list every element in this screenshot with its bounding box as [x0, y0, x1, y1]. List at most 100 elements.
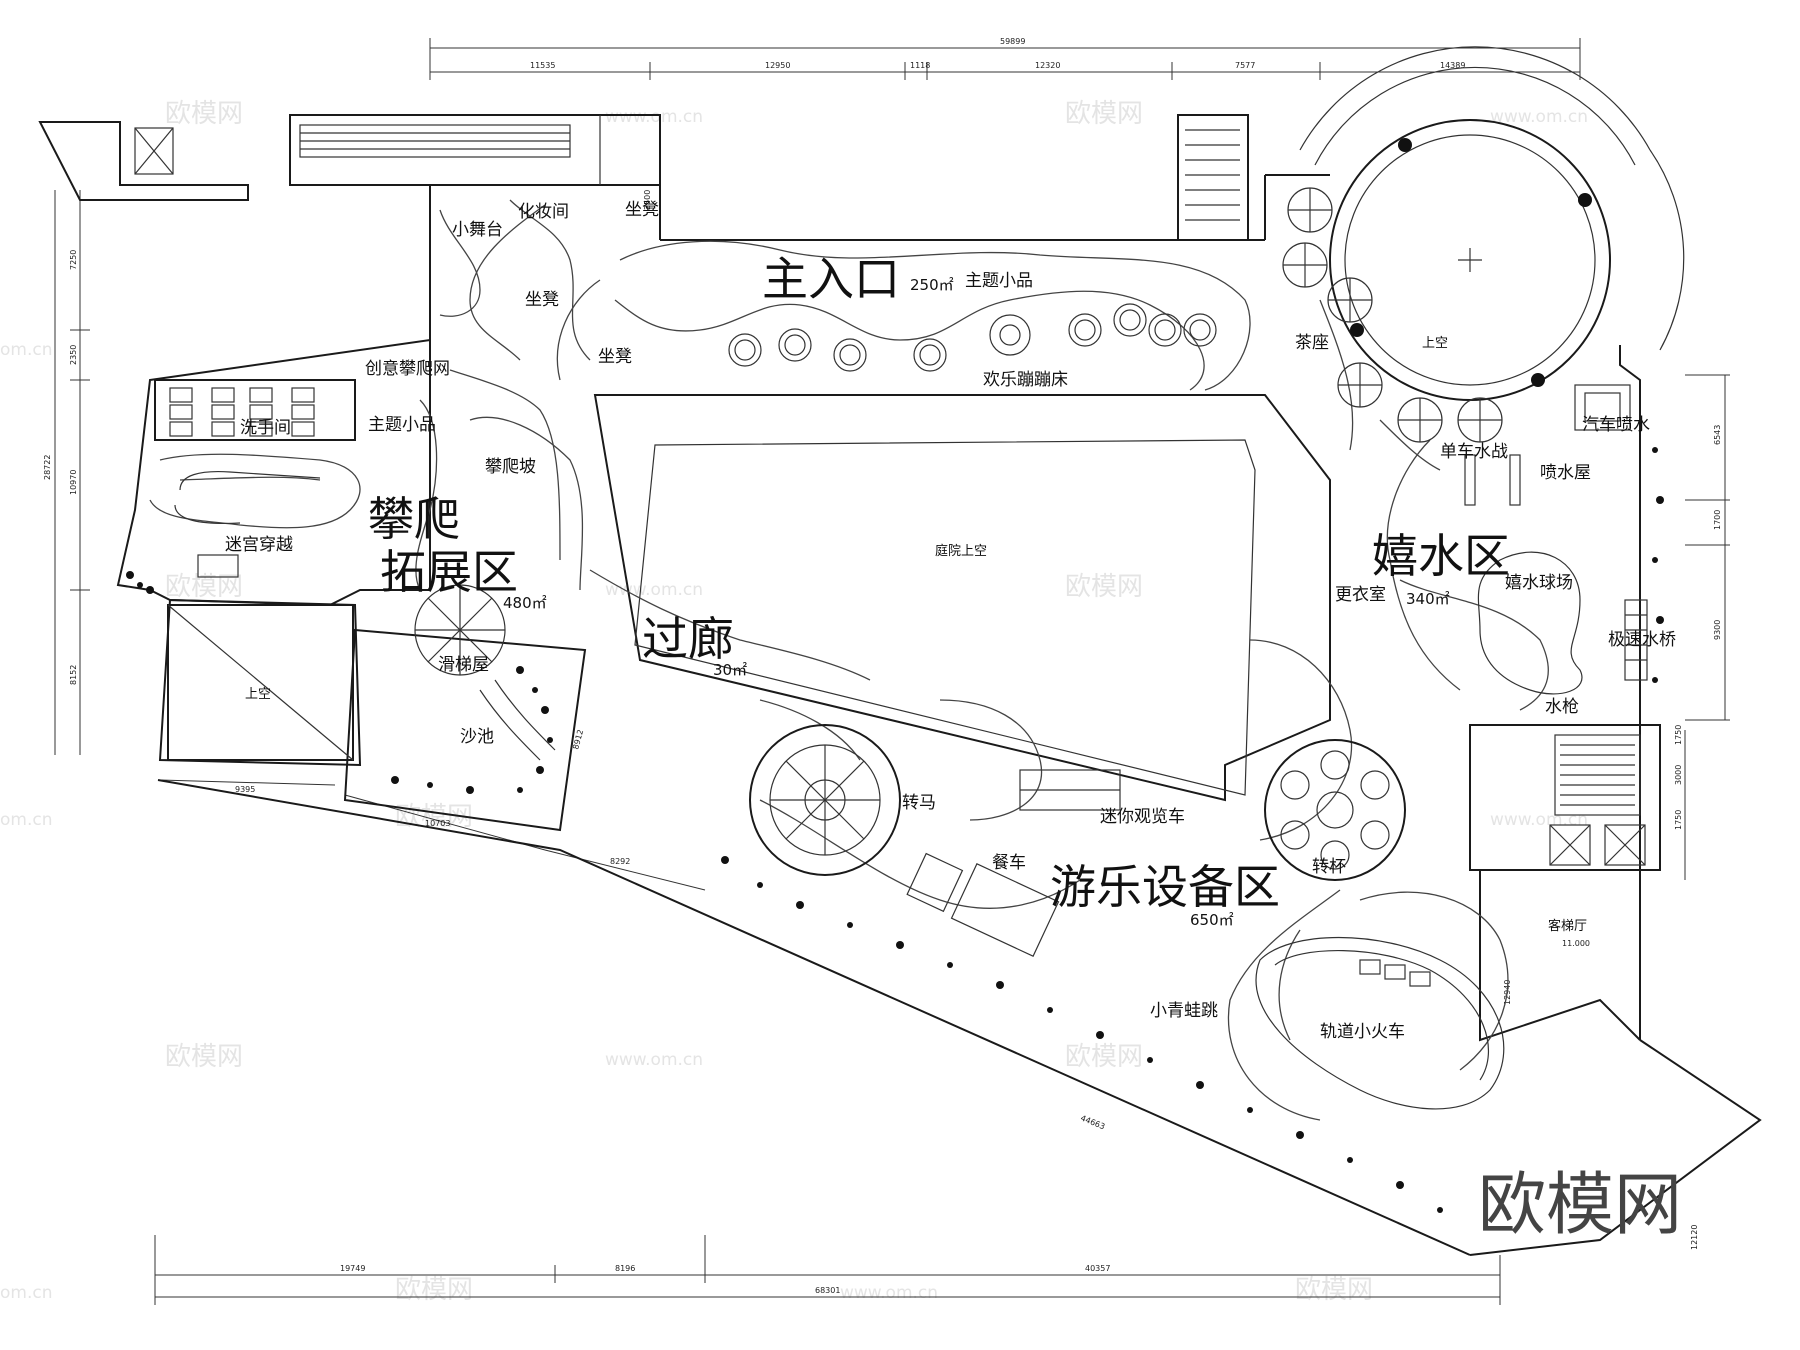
dimension-text: 7577 — [1235, 61, 1255, 70]
brand-watermark: 欧模网 — [1478, 1166, 1682, 1245]
bottom-dimension-line: 19749 8196 40357 68301 — [154, 1235, 1501, 1305]
dimension-text: 6543 — [1713, 425, 1722, 445]
dimension-text: 8196 — [615, 1264, 635, 1273]
carousel-label: 转马 — [902, 793, 936, 813]
water-ball-court — [1477, 551, 1583, 695]
bench-label: 坐凳 — [598, 347, 632, 367]
watermark: 欧模网 — [1065, 572, 1143, 602]
zone-title: 游乐设备区 — [1050, 860, 1280, 914]
item-labels: 小舞台 化妆间 坐凳 坐凳 坐凳 主题小品 欢乐蹦蹦床 创意攀爬网 主题小品 洗… — [225, 200, 1676, 1042]
site-outline — [38, 114, 1762, 1256]
watermark-url: om.cn — [0, 810, 53, 830]
left-dimension-line: 28722 7250 2350 10970 8152 — [43, 190, 90, 755]
watermark: 欧模网 — [1295, 1275, 1373, 1305]
water-bridge — [1624, 599, 1648, 681]
entrance-stair — [1185, 129, 1240, 221]
dimension-text: 1750 — [1674, 810, 1683, 830]
dimension-text: 1700 — [1713, 510, 1722, 530]
washroom-label: 洗手间 — [240, 418, 291, 438]
car-spray-label: 汽车喷水 — [1582, 415, 1650, 435]
small-stage-label: 小舞台 — [452, 220, 503, 240]
spray-house-label: 喷水屋 — [1540, 463, 1591, 483]
round-building — [1299, 46, 1685, 401]
mini-ferris-wheel — [1019, 769, 1121, 811]
watermark-url: www.om.cn — [605, 1050, 703, 1070]
carousel-ride — [749, 724, 901, 876]
elevator-level-label: 11.000 — [1562, 939, 1590, 948]
dimension-text: 68301 — [815, 1286, 840, 1295]
dimension-text: 9395 — [235, 785, 255, 794]
makeup-room-label: 化妆间 — [518, 202, 569, 222]
dimension-text: 7250 — [69, 250, 78, 270]
bike-water-label: 单车水战 — [1440, 442, 1508, 462]
zone-water: 嬉水区 340㎡ — [1372, 529, 1510, 608]
slide-house-label: 滑梯屋 — [438, 655, 489, 675]
water-ball-label: 嬉水球场 — [1505, 573, 1573, 593]
dimension-text: 59899 — [1000, 37, 1025, 46]
right-dimension-line: 6543 1700 9300 1750 3000 1750 — [1674, 374, 1730, 880]
maze-label: 迷宫穿越 — [225, 535, 293, 555]
theme-piece-label: 主题小品 — [965, 271, 1033, 291]
bench-label: 坐凳 — [525, 290, 559, 310]
trampoline-pads — [728, 303, 1217, 372]
zone-title: 拓展区 — [380, 545, 518, 599]
mini-train-track — [1255, 937, 1505, 1110]
zone-title: 攀爬 — [368, 492, 460, 546]
climbing-slope-label: 攀爬坡 — [485, 457, 536, 477]
dimension-text: 14389 — [1440, 61, 1465, 70]
dimension-text: 12120 — [1690, 1225, 1699, 1250]
dimension-text: 12950 — [765, 61, 790, 70]
watermark-url: www.om.cn — [1490, 810, 1588, 830]
courtyard-void-label: 庭院上空 — [935, 543, 987, 559]
zone-area: 650㎡ — [1190, 911, 1234, 929]
dimension-text: 1118 — [910, 61, 930, 70]
theme-piece-label: 主题小品 — [368, 415, 436, 435]
water-gun-label: 水枪 — [1545, 697, 1579, 717]
teacups-ride — [1264, 739, 1406, 881]
trampoline-label: 欢乐蹦蹦床 — [983, 370, 1068, 390]
zone-area: 480㎡ — [503, 594, 547, 612]
dimension-text: 12320 — [1035, 61, 1060, 70]
dining-car-label: 餐车 — [992, 853, 1026, 873]
dimension-text: 9300 — [1713, 620, 1722, 640]
dining-car — [906, 852, 1060, 958]
watermark: 欧模网 — [165, 99, 243, 129]
void-left — [167, 604, 354, 761]
watermark: 欧模网 — [165, 1042, 243, 1072]
frog-jump-label: 小青蛙跳 — [1150, 1001, 1218, 1021]
tea-seats-label: 茶座 — [1295, 333, 1329, 353]
bench-label: 坐凳 — [625, 200, 659, 220]
bike-water-war — [1464, 454, 1521, 506]
dimension-text: 19749 — [340, 1264, 365, 1273]
dimension-text: 11535 — [530, 61, 555, 70]
dimension-text: 2500 — [643, 190, 652, 210]
zone-corridor: 过廊 30㎡ — [642, 612, 747, 679]
water-bridge-label: 极速水桥 — [1608, 630, 1676, 650]
zone-area: 250㎡ — [910, 276, 954, 294]
misc-dimensions: 9395 10703 8292 8912 44663 12120 2500 12… — [159, 190, 1699, 1250]
void-label: 上空 — [1422, 336, 1448, 351]
teacups-label: 转杯 — [1312, 857, 1346, 877]
watermark: 欧模网 — [1065, 99, 1143, 129]
garden-paths — [149, 199, 1549, 1121]
sandpit-label: 沙池 — [460, 727, 494, 747]
dimension-text: 8152 — [69, 665, 78, 685]
zone-title: 嬉水区 — [1372, 529, 1510, 583]
mini-ferris-label: 迷你观览车 — [1100, 807, 1185, 827]
watermark: 欧模网 — [1065, 1042, 1143, 1072]
toilet-stalls — [169, 387, 315, 437]
dimension-text: 28722 — [43, 455, 52, 480]
zone-area: 340㎡ — [1406, 590, 1450, 608]
watermark-url: www.om.cn — [605, 580, 703, 600]
car-spray — [1574, 384, 1631, 431]
zone-climbing: 攀爬 拓展区 480㎡ — [368, 492, 547, 612]
zone-rides: 游乐设备区 650㎡ — [1050, 860, 1280, 929]
zone-area: 30㎡ — [713, 661, 747, 679]
dimension-text: 10970 — [69, 470, 78, 495]
watermark-url: om.cn — [0, 1283, 53, 1303]
watermark: 欧模网 — [395, 1275, 473, 1305]
parasols — [1282, 187, 1503, 443]
watermark-url: om.cn — [0, 340, 53, 360]
watermark-url: www.om.cn — [1490, 107, 1588, 127]
